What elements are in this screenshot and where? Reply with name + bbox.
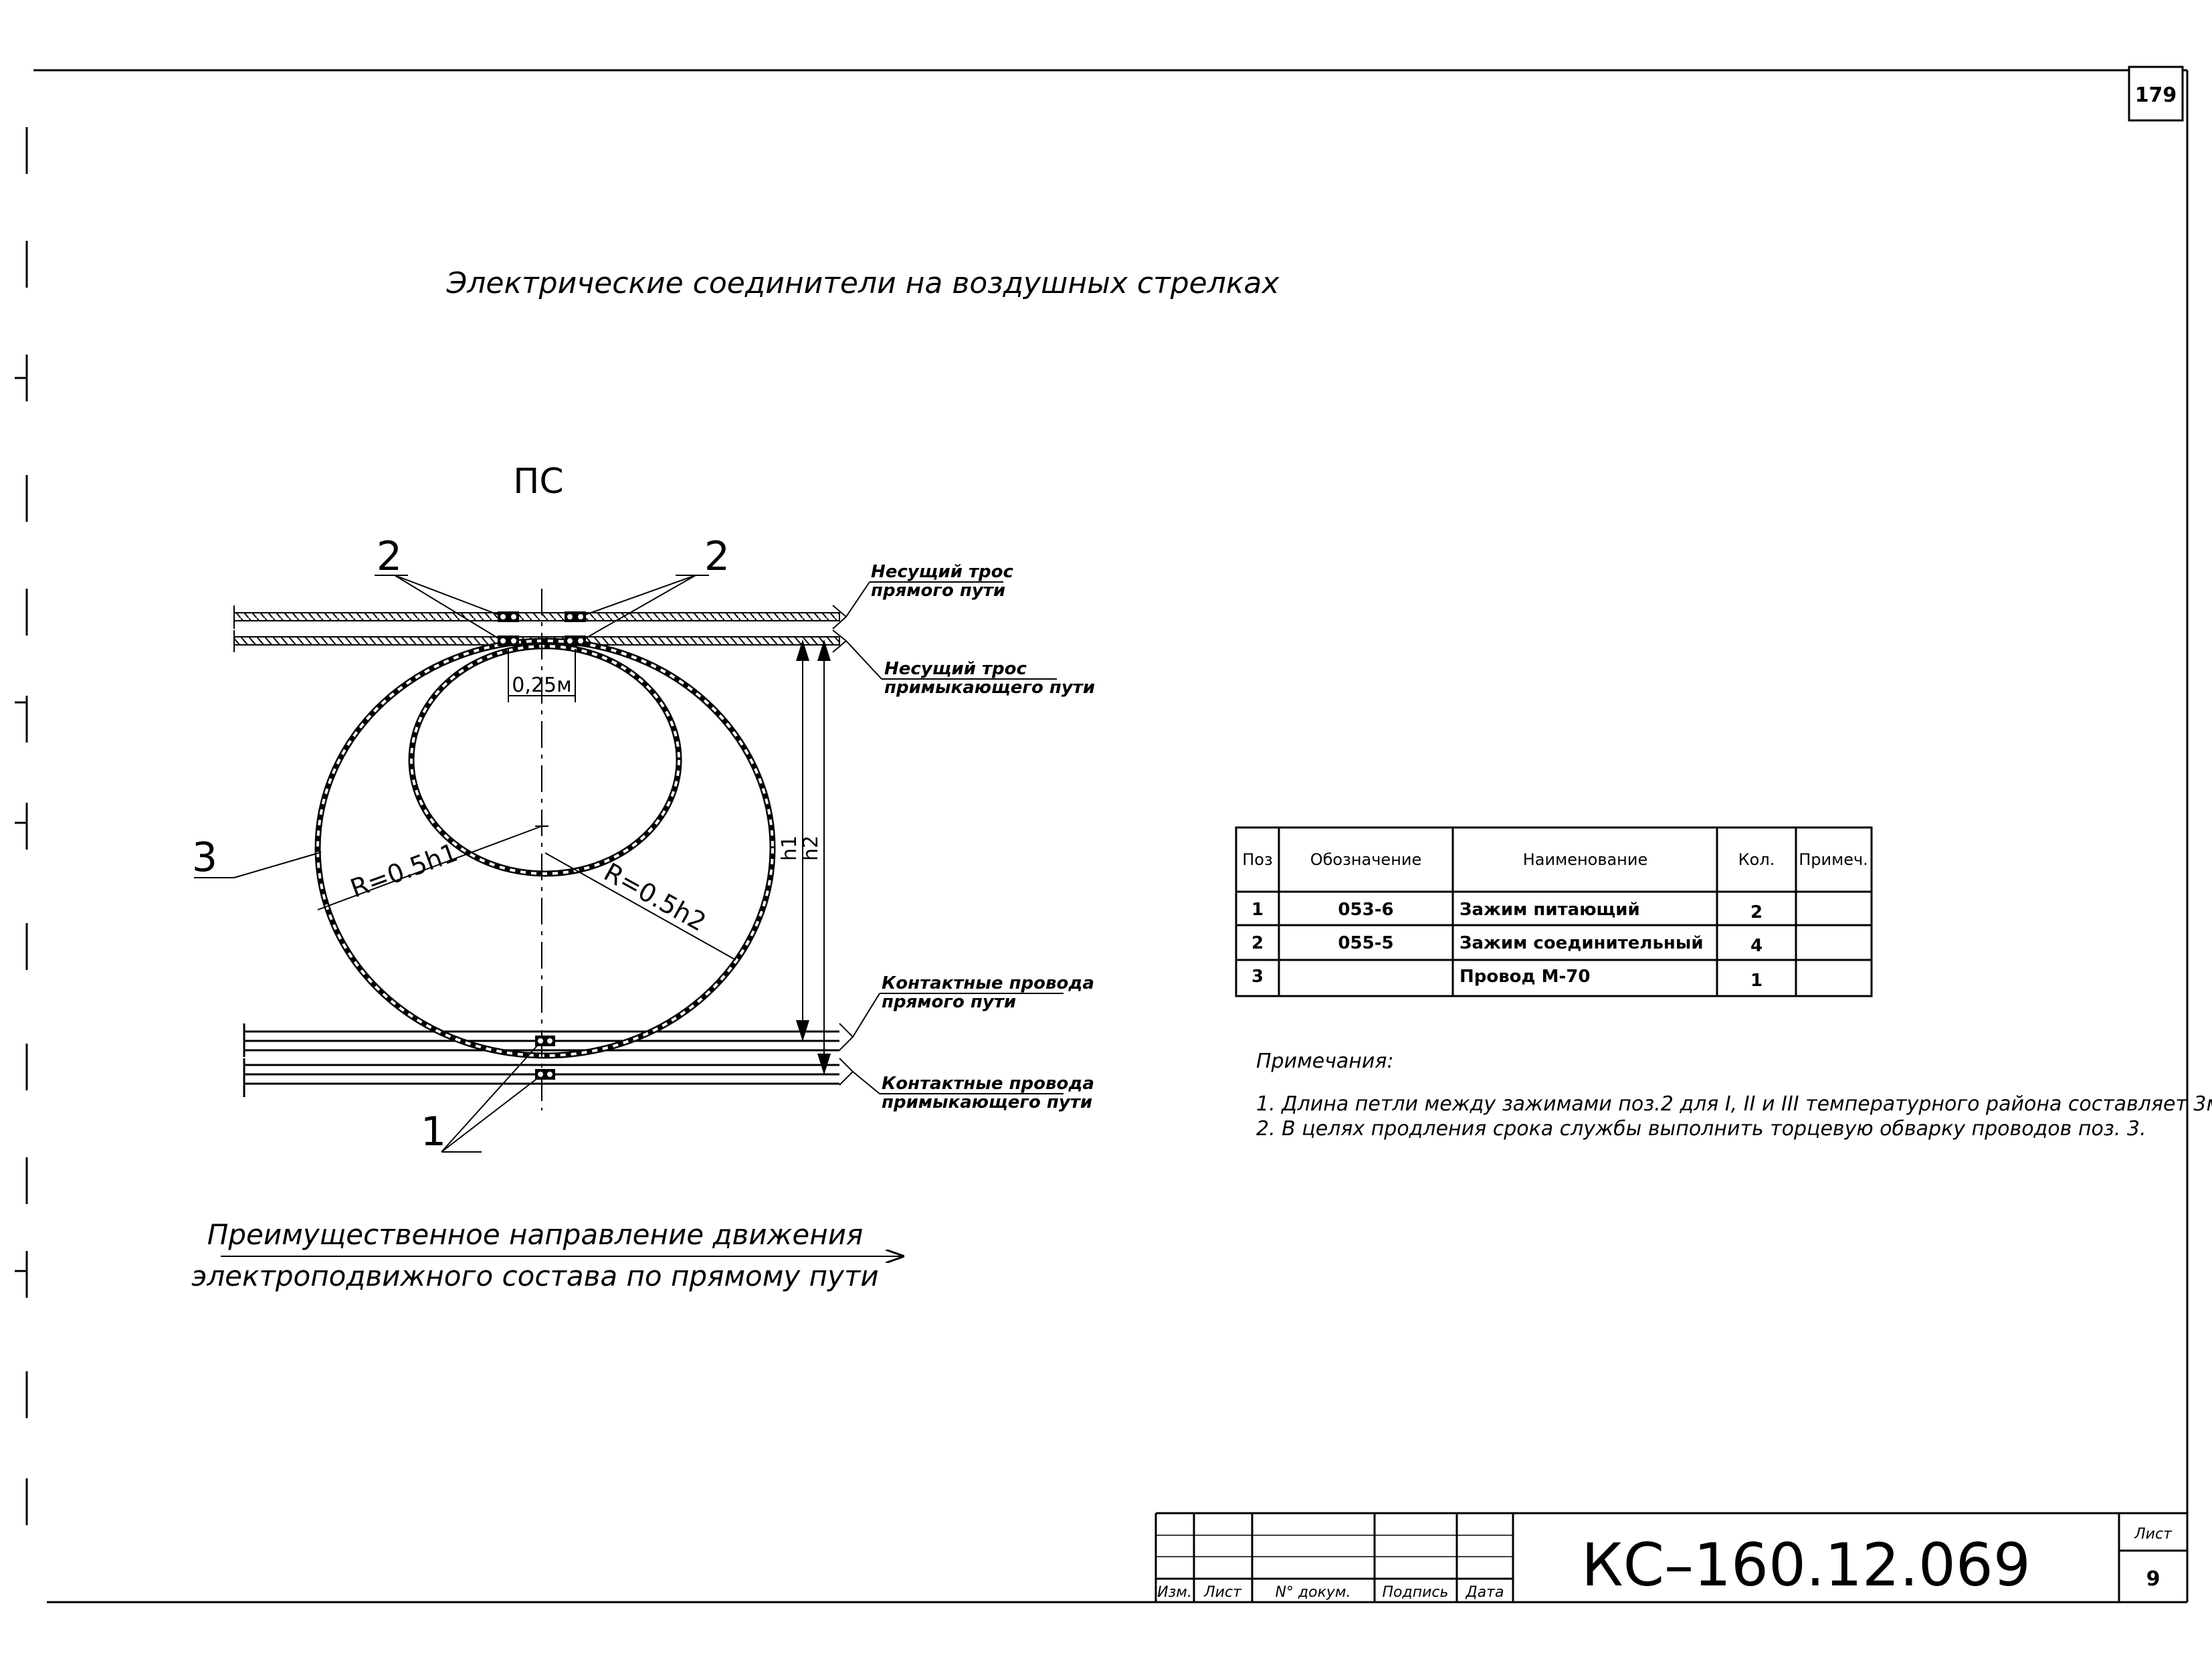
sheet-number: 9 bbox=[2146, 1567, 2160, 1591]
wire-label-leaders bbox=[845, 581, 1064, 1094]
page-number: 179 bbox=[2135, 84, 2177, 107]
clamp-pos2-group bbox=[498, 611, 586, 646]
pos1-leaders bbox=[441, 1043, 540, 1153]
table-header-name: Наименование bbox=[1523, 850, 1648, 869]
catenary-diagram: ПС bbox=[191, 462, 1095, 1292]
table-cell-code: 053-6 bbox=[1338, 900, 1393, 920]
title-block: Изм. Лист N° докум. Подпись Дата КС–160.… bbox=[1154, 1512, 2187, 1602]
pos2-label-right: 2 bbox=[704, 533, 730, 580]
table-cell-pos: 3 bbox=[1251, 967, 1264, 987]
title-block-col-label: Лист bbox=[1203, 1584, 1242, 1601]
clamp-pos1 bbox=[535, 1069, 555, 1080]
title-block-col-label: Дата bbox=[1466, 1584, 1504, 1601]
radius-r2-label: R=0.5h2 bbox=[599, 857, 711, 937]
section-label: ПС bbox=[513, 462, 563, 502]
page-number-box bbox=[2128, 66, 2184, 122]
table-cell-qty: 2 bbox=[1750, 902, 1763, 922]
table-header-pos: Поз bbox=[1242, 850, 1273, 869]
clamp-pos1-group bbox=[535, 1036, 569, 1080]
messenger-main-label-2: прямого пути bbox=[871, 581, 1005, 601]
h1-label: h1 bbox=[778, 836, 801, 861]
pos1-label: 1 bbox=[421, 1108, 446, 1155]
table-header-qty: Кол. bbox=[1738, 850, 1775, 869]
direction-label-2: электроподвижного состава по прямому пут… bbox=[191, 1260, 878, 1292]
radius-r1-label: R=0.5h1 bbox=[346, 838, 462, 903]
wire-loop-outer bbox=[314, 638, 776, 1059]
messenger-main-label-1: Несущий трос bbox=[871, 562, 1014, 582]
title-block-col-label: Изм. bbox=[1157, 1584, 1192, 1601]
binding-marks bbox=[15, 127, 28, 1525]
direction-label-1: Преимущественное направление движения bbox=[207, 1218, 864, 1251]
messenger-wire-main bbox=[233, 605, 847, 629]
sheet-frame bbox=[33, 66, 2189, 1603]
pos2-leaders bbox=[375, 575, 709, 640]
table-cell-name: Зажим соединительный bbox=[1460, 933, 1704, 953]
height-dimensions bbox=[796, 640, 831, 1075]
table-row: 1 053-6 Зажим питающий 2 bbox=[1251, 900, 1763, 922]
spacing-dimension bbox=[508, 649, 576, 702]
note-item: 1. Длина петли между зажимами поз.2 для … bbox=[1256, 1092, 2212, 1116]
notes-heading: Примечания: bbox=[1256, 1050, 1394, 1073]
wire-break-marks bbox=[839, 1023, 854, 1086]
table-header-note: Примеч. bbox=[1799, 850, 1868, 869]
title-block-col-label: N° докум. bbox=[1275, 1584, 1350, 1601]
spacing-label: 0,25м bbox=[512, 674, 571, 697]
table-cell-pos: 2 bbox=[1251, 933, 1264, 953]
table-header-code: Обозначение bbox=[1310, 850, 1422, 869]
contact-main-label-2: прямого пути bbox=[882, 992, 1016, 1012]
messenger-adj-label-1: Несущий трос bbox=[884, 659, 1027, 679]
table-cell-code: 055-5 bbox=[1338, 933, 1393, 953]
notes-block: Примечания: 1. Длина петли между зажимам… bbox=[1256, 1050, 2212, 1141]
pos2-label-left: 2 bbox=[377, 533, 402, 580]
clamp-pos1 bbox=[535, 1036, 555, 1046]
table-cell-qty: 1 bbox=[1750, 971, 1763, 991]
messenger-adj-label-2: примыкающего пути bbox=[884, 678, 1095, 698]
document-code: КС–160.12.069 bbox=[1581, 1531, 2031, 1599]
contact-main-label-1: Контактные провода bbox=[882, 973, 1094, 993]
title-block-col-label: Подпись bbox=[1383, 1584, 1449, 1601]
wire-loop-inner bbox=[408, 643, 682, 877]
contact-adj-label-1: Контактные провода bbox=[882, 1074, 1094, 1094]
pos3-label: 3 bbox=[192, 834, 217, 881]
spec-table: Поз Обозначение Наименование Кол. Примеч… bbox=[1235, 826, 1873, 997]
radius-lines bbox=[317, 819, 736, 961]
contact-adj-label-2: примыкающего пути bbox=[882, 1092, 1092, 1112]
sheet-label: Лист bbox=[2134, 1526, 2173, 1543]
table-cell-qty: 4 bbox=[1750, 936, 1763, 956]
pos3-leader bbox=[194, 852, 322, 878]
note-item: 2. В целях продления срока службы выполн… bbox=[1256, 1117, 2146, 1141]
table-row: 2 055-5 Зажим соединительный 4 bbox=[1251, 933, 1763, 956]
table-cell-pos: 1 bbox=[1251, 900, 1264, 920]
table-cell-name: Провод М-70 bbox=[1460, 967, 1590, 987]
table-cell-name: Зажим питающий bbox=[1460, 900, 1640, 920]
drawing-title: Электрические соединители на воздушных с… bbox=[446, 266, 1280, 300]
h2-label: h2 bbox=[799, 836, 823, 861]
table-row: 3 Провод М-70 1 bbox=[1251, 967, 1763, 991]
